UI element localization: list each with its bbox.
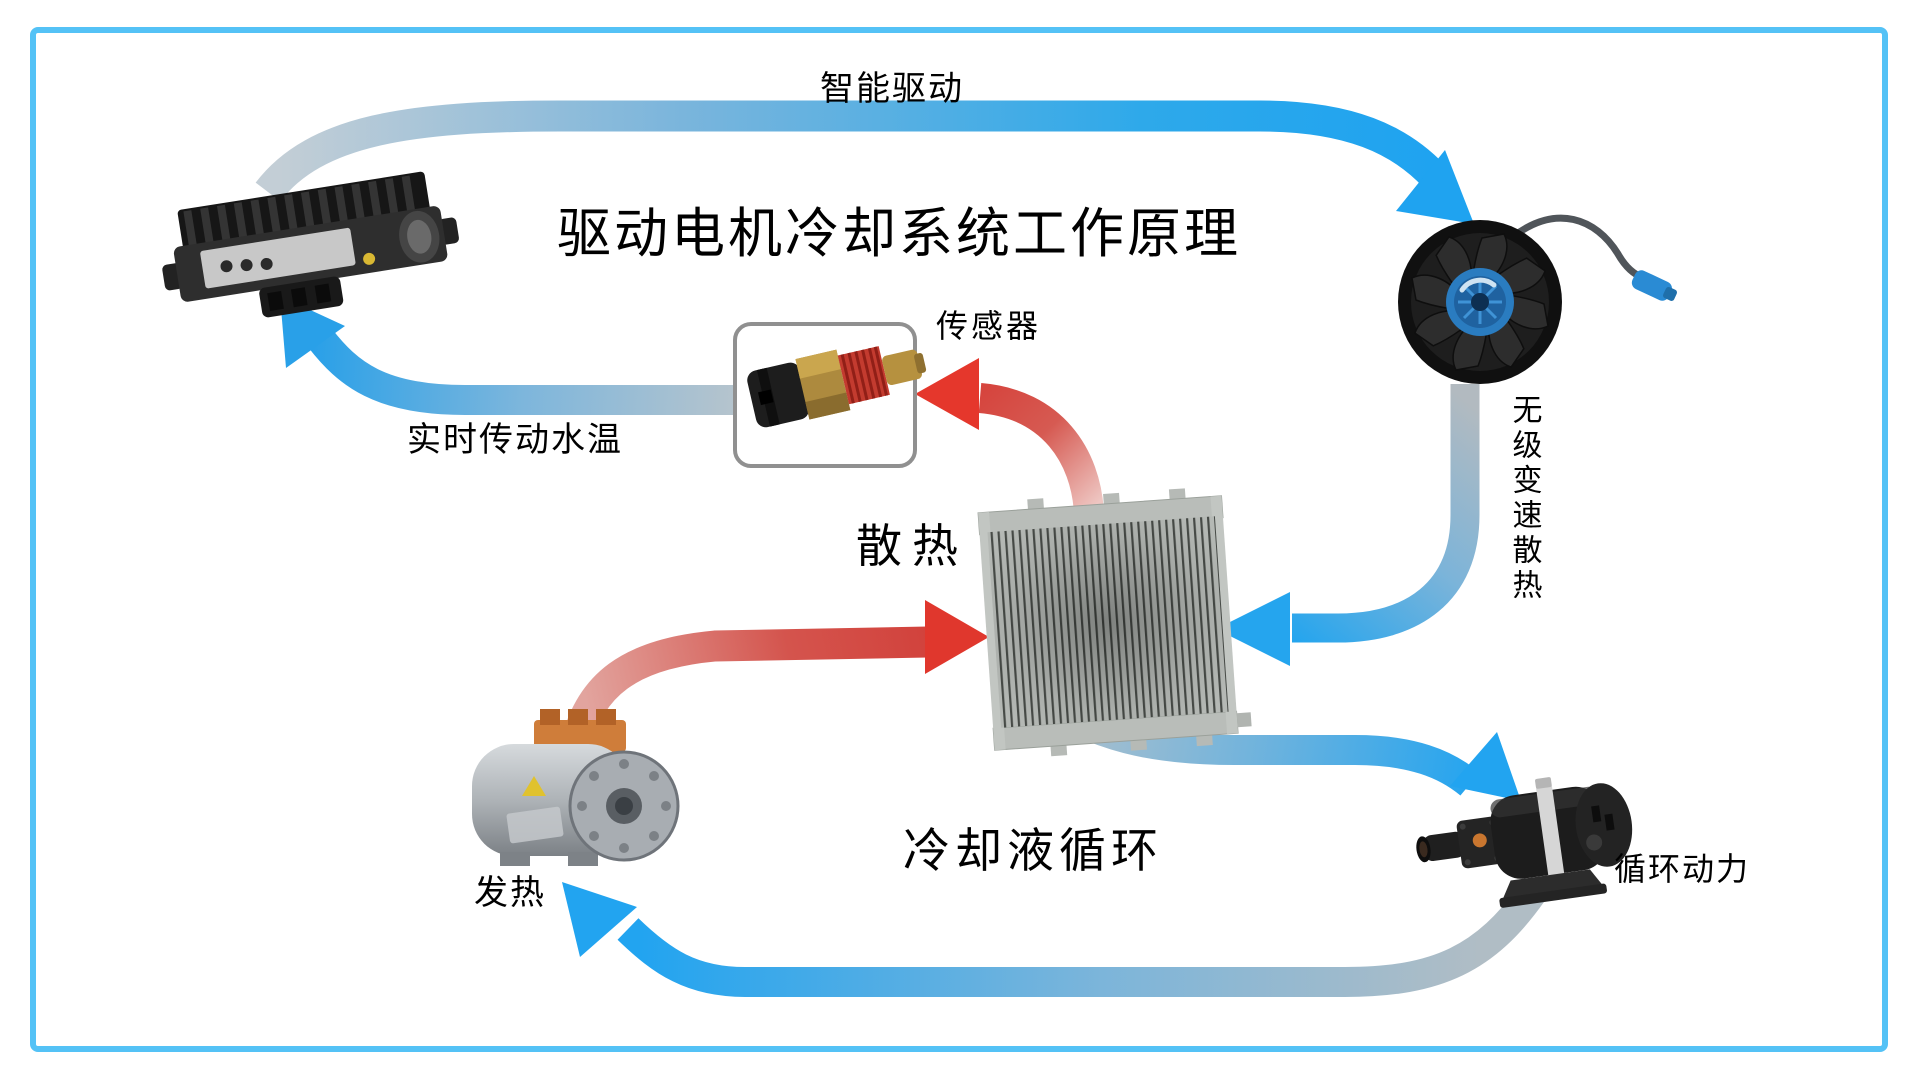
label-coolant-circulation: 冷却液循环 [903, 824, 1163, 877]
fan-connector [1631, 270, 1678, 301]
arrowhead-motor-heat [925, 600, 989, 674]
arrowhead-fan-to-radiator [1216, 592, 1290, 666]
label-heating: 发热 [474, 874, 546, 912]
flow-radiator-to-sensor [915, 358, 1104, 515]
flow-band-smart-drive [255, 100, 1446, 202]
flow-smart-drive [255, 100, 1474, 224]
label-heat-dissipation: 散热 [856, 520, 968, 572]
arrowhead-water-temp [280, 296, 345, 368]
flow-band-radiator-sensor [978, 383, 1104, 515]
fan-image [1398, 214, 1678, 384]
label-stepless-fan-cooling: 无级变速散热 [1507, 394, 1541, 604]
motor-image [472, 709, 680, 866]
flow-band-fan [1292, 384, 1480, 643]
flow-band-pump-motor [617, 884, 1545, 997]
controller-image [162, 171, 459, 318]
flow-band-motor-heat [560, 626, 929, 748]
arrowhead-smart-drive [1396, 150, 1474, 224]
fan-cable [1511, 214, 1645, 282]
sensor-image [733, 322, 927, 468]
label-circulation-power: 循环动力 [1614, 851, 1751, 887]
arrowhead-pump-to-motor [562, 882, 637, 957]
pump-image [1416, 777, 1633, 908]
label-sensor: 传感器 [936, 308, 1042, 344]
flow-water-temp [280, 296, 740, 415]
label-realtime-water-temp: 实时传动水温 [407, 421, 623, 459]
label-smart-drive: 智能驱动 [820, 70, 964, 108]
page-title: 驱动电机冷却系统工作原理 [557, 204, 1241, 264]
arrowhead-radiator-to-pump [1450, 732, 1521, 801]
arrowhead-radiator-to-sensor [915, 358, 979, 430]
flow-fan-to-radiator [1216, 384, 1480, 666]
flow-motor-heat [560, 600, 989, 748]
frame-border [30, 27, 1888, 1052]
radiator-image [977, 488, 1252, 757]
flow-band-water-temp [308, 328, 740, 415]
flow-pump-to-motor [562, 882, 1545, 997]
